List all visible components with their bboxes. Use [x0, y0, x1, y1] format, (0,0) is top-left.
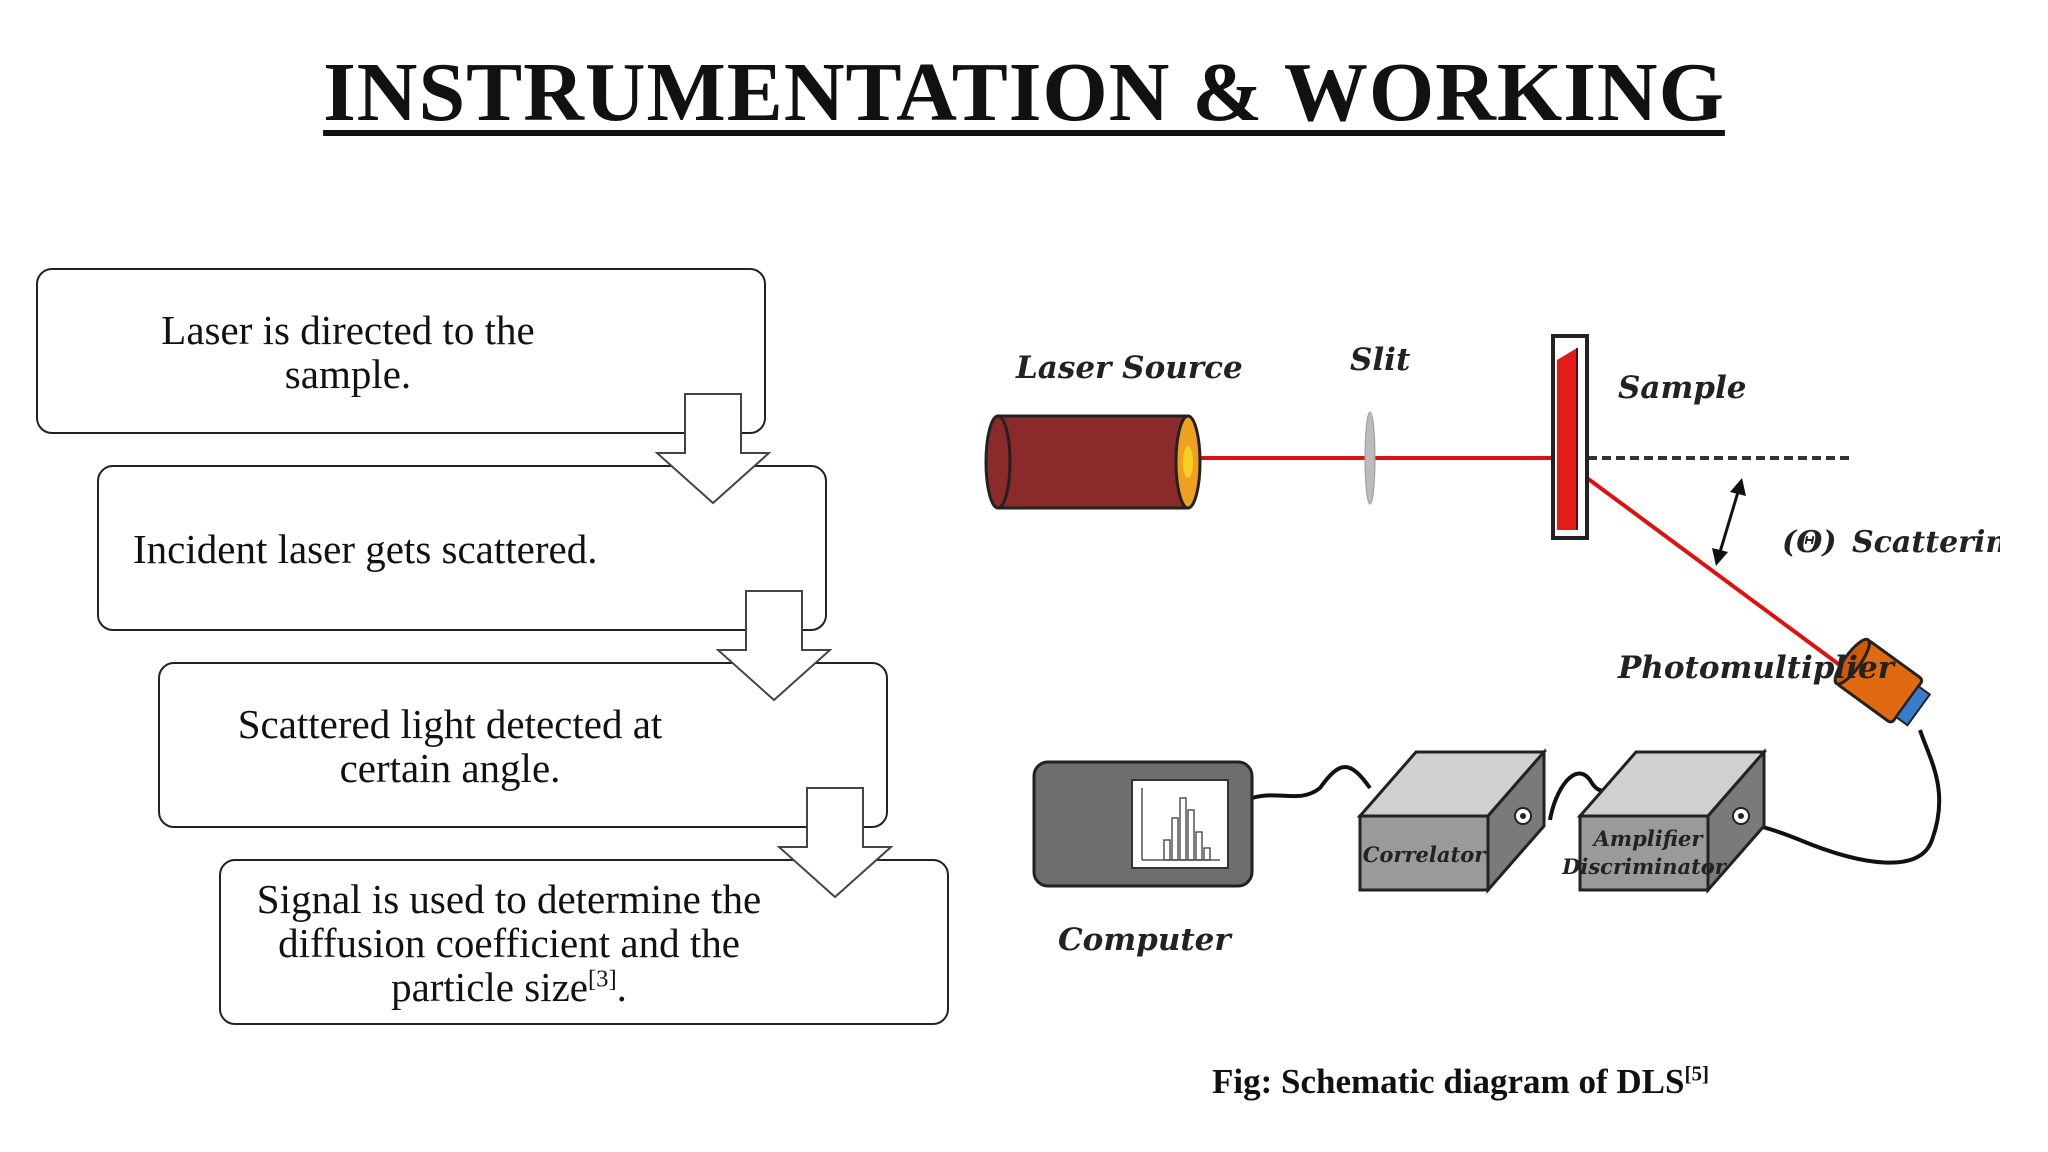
sample-label: Sample — [1618, 370, 1746, 406]
step-4-period: . — [616, 964, 627, 1010]
slit-icon — [1364, 411, 1376, 505]
slit-label: Slit — [1350, 342, 1411, 378]
amplifier-discriminator-icon — [1576, 748, 1768, 894]
step-4-line-3-text: particle size — [391, 964, 588, 1010]
step-4-reference: [3] — [587, 965, 617, 993]
computer-icon — [1032, 760, 1254, 888]
step-3-text: Scattered light detected at certain angl… — [200, 702, 700, 790]
cable — [1251, 765, 1372, 800]
amplifier-label: Amplifier — [1592, 826, 1705, 851]
step-2-text: Incident laser gets scattered. — [133, 527, 653, 571]
caption-text: Fig: Schematic diagram of DLS — [1212, 1062, 1685, 1101]
correlator-label: Correlator — [1363, 842, 1488, 867]
step-2-line-1: Incident laser gets scattered. — [133, 526, 598, 572]
step-3-line-1: Scattered light detected at — [237, 701, 663, 747]
laser-source-icon — [984, 414, 1202, 510]
step-4-text: Signal is used to determine the diffusio… — [229, 877, 789, 1009]
step-box-1: Laser is directed to the sample. — [36, 268, 766, 434]
step-1-line-1: Laser is directed to the — [161, 307, 535, 353]
down-arrow-icon — [777, 787, 893, 899]
slide-title: INSTRUMENTATION & WORKING — [323, 46, 1725, 139]
angle-label: (Θ) — [1782, 525, 1837, 560]
step-1-line-2: sample. — [284, 351, 412, 397]
step-4-line-1: Signal is used to determine the — [256, 876, 762, 922]
step-4-line-2: diffusion coefficient and the — [278, 920, 740, 966]
correlator-icon — [1356, 748, 1548, 894]
photomultiplier-icon — [1833, 637, 1932, 727]
step-1-text: Laser is directed to the sample. — [98, 308, 598, 396]
laser-source-label: Laser Source — [1015, 350, 1243, 386]
down-arrow-icon — [716, 590, 832, 702]
figure-caption: Fig: Schematic diagram of DLS[5] — [1212, 1062, 1709, 1102]
scattered-beam — [1558, 456, 1862, 682]
sample-cuvette-icon — [1551, 334, 1589, 540]
computer-label: Computer — [1058, 922, 1233, 958]
cable — [1749, 729, 1942, 865]
discriminator-label: Discriminator — [1561, 854, 1728, 879]
caption-reference: [5] — [1684, 1061, 1709, 1086]
down-arrow-icon — [655, 393, 771, 505]
dls-schematic-diagram: Laser Source Slit Sample (Θ) Scattering … — [984, 334, 2000, 958]
step-4-line-3: particle size[3]. — [229, 965, 789, 1009]
angle-arrow-icon — [1712, 478, 1746, 566]
step-box-3: Scattered light detected at certain angl… — [158, 662, 888, 828]
step-3-line-2: certain angle. — [339, 745, 561, 791]
scattering-label: Scattering — [1852, 525, 2000, 560]
photomultiplier-label: Photomultiplier — [1617, 650, 1897, 686]
